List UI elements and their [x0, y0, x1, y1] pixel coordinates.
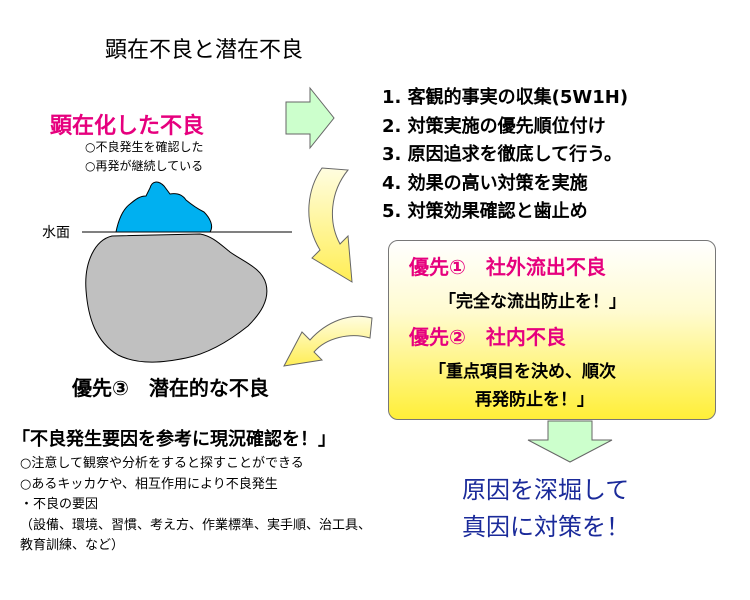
- overt-defect-heading: 顕在化した不良: [50, 114, 205, 139]
- iceberg-body: [85, 233, 268, 363]
- overt-note: ○再発が継続している: [85, 159, 204, 173]
- conclusion-line: 原因を深堀して: [462, 476, 630, 504]
- iceberg-tip: [115, 181, 213, 233]
- step-item: 3. 原因追求を徹底して行う。: [382, 144, 623, 165]
- yellow-curved-arrow-down: [308, 167, 353, 283]
- step-item: 2. 対策実施の優先順位付け: [382, 115, 606, 137]
- priority2-title: 優先② 社内不良: [409, 325, 566, 349]
- priority2-subtitle-line2: 再発防止を！」: [475, 390, 594, 410]
- step-item: 5. 対策効果確認と歯止め: [382, 201, 588, 222]
- step-list: 1. 客観的事実の収集(5W1H) 2. 対策実施の優先順位付け 3. 原因追求…: [382, 84, 628, 227]
- latent-note: ○注意して観察や分析をすると探すことができる: [20, 456, 304, 471]
- page-title: 顕在不良と潜在不良: [105, 38, 304, 63]
- latent-note: 教育訓練、など）: [20, 538, 125, 553]
- priority-box: 優先① 社外流出不良 「完全な流出防止を！」 優先② 社内不良 「重点項目を決め…: [388, 240, 716, 420]
- conclusion-line: 真因に対策を！: [462, 513, 630, 541]
- water-surface-label: 水面: [42, 225, 70, 241]
- step-item: 1. 客観的事実の収集(5W1H): [382, 87, 629, 108]
- conclusion-text: 原因を深堀して 真因に対策を！: [462, 472, 630, 546]
- step-item: 4. 効果の高い対策を実施: [382, 172, 588, 194]
- yellow-curved-arrow-left: [283, 315, 373, 367]
- priority2-subtitle-line1: 「重点項目を決め、順次: [429, 362, 616, 382]
- latent-note: ・不良の要因: [20, 497, 99, 512]
- overt-defect-notes: ○不良発生を確認した ○再発が継続している: [85, 138, 203, 176]
- latent-note: （設備、環境、習慣、考え方、作業標準、実手順、治工具、: [20, 517, 372, 533]
- overt-note: ○不良発生を確認した: [85, 140, 204, 154]
- latent-defect-quote: 「不良発生要因を参考に現況確認を！」: [12, 429, 336, 450]
- green-arrow-down: [527, 420, 613, 463]
- green-arrow-right: [285, 86, 335, 150]
- priority1-title: 優先① 社外流出不良: [409, 255, 606, 279]
- priority3-title: 優先③ 潜在的な不良: [72, 376, 269, 400]
- latent-note: ○あるキッカケや、相互作用により不良発生: [20, 476, 278, 492]
- priority1-subtitle: 「完全な流出防止を！」: [439, 292, 626, 312]
- latent-defect-notes: ○注意して観察や分析をすると探すことができる ○あるキッカケや、相互作用により不…: [20, 454, 371, 557]
